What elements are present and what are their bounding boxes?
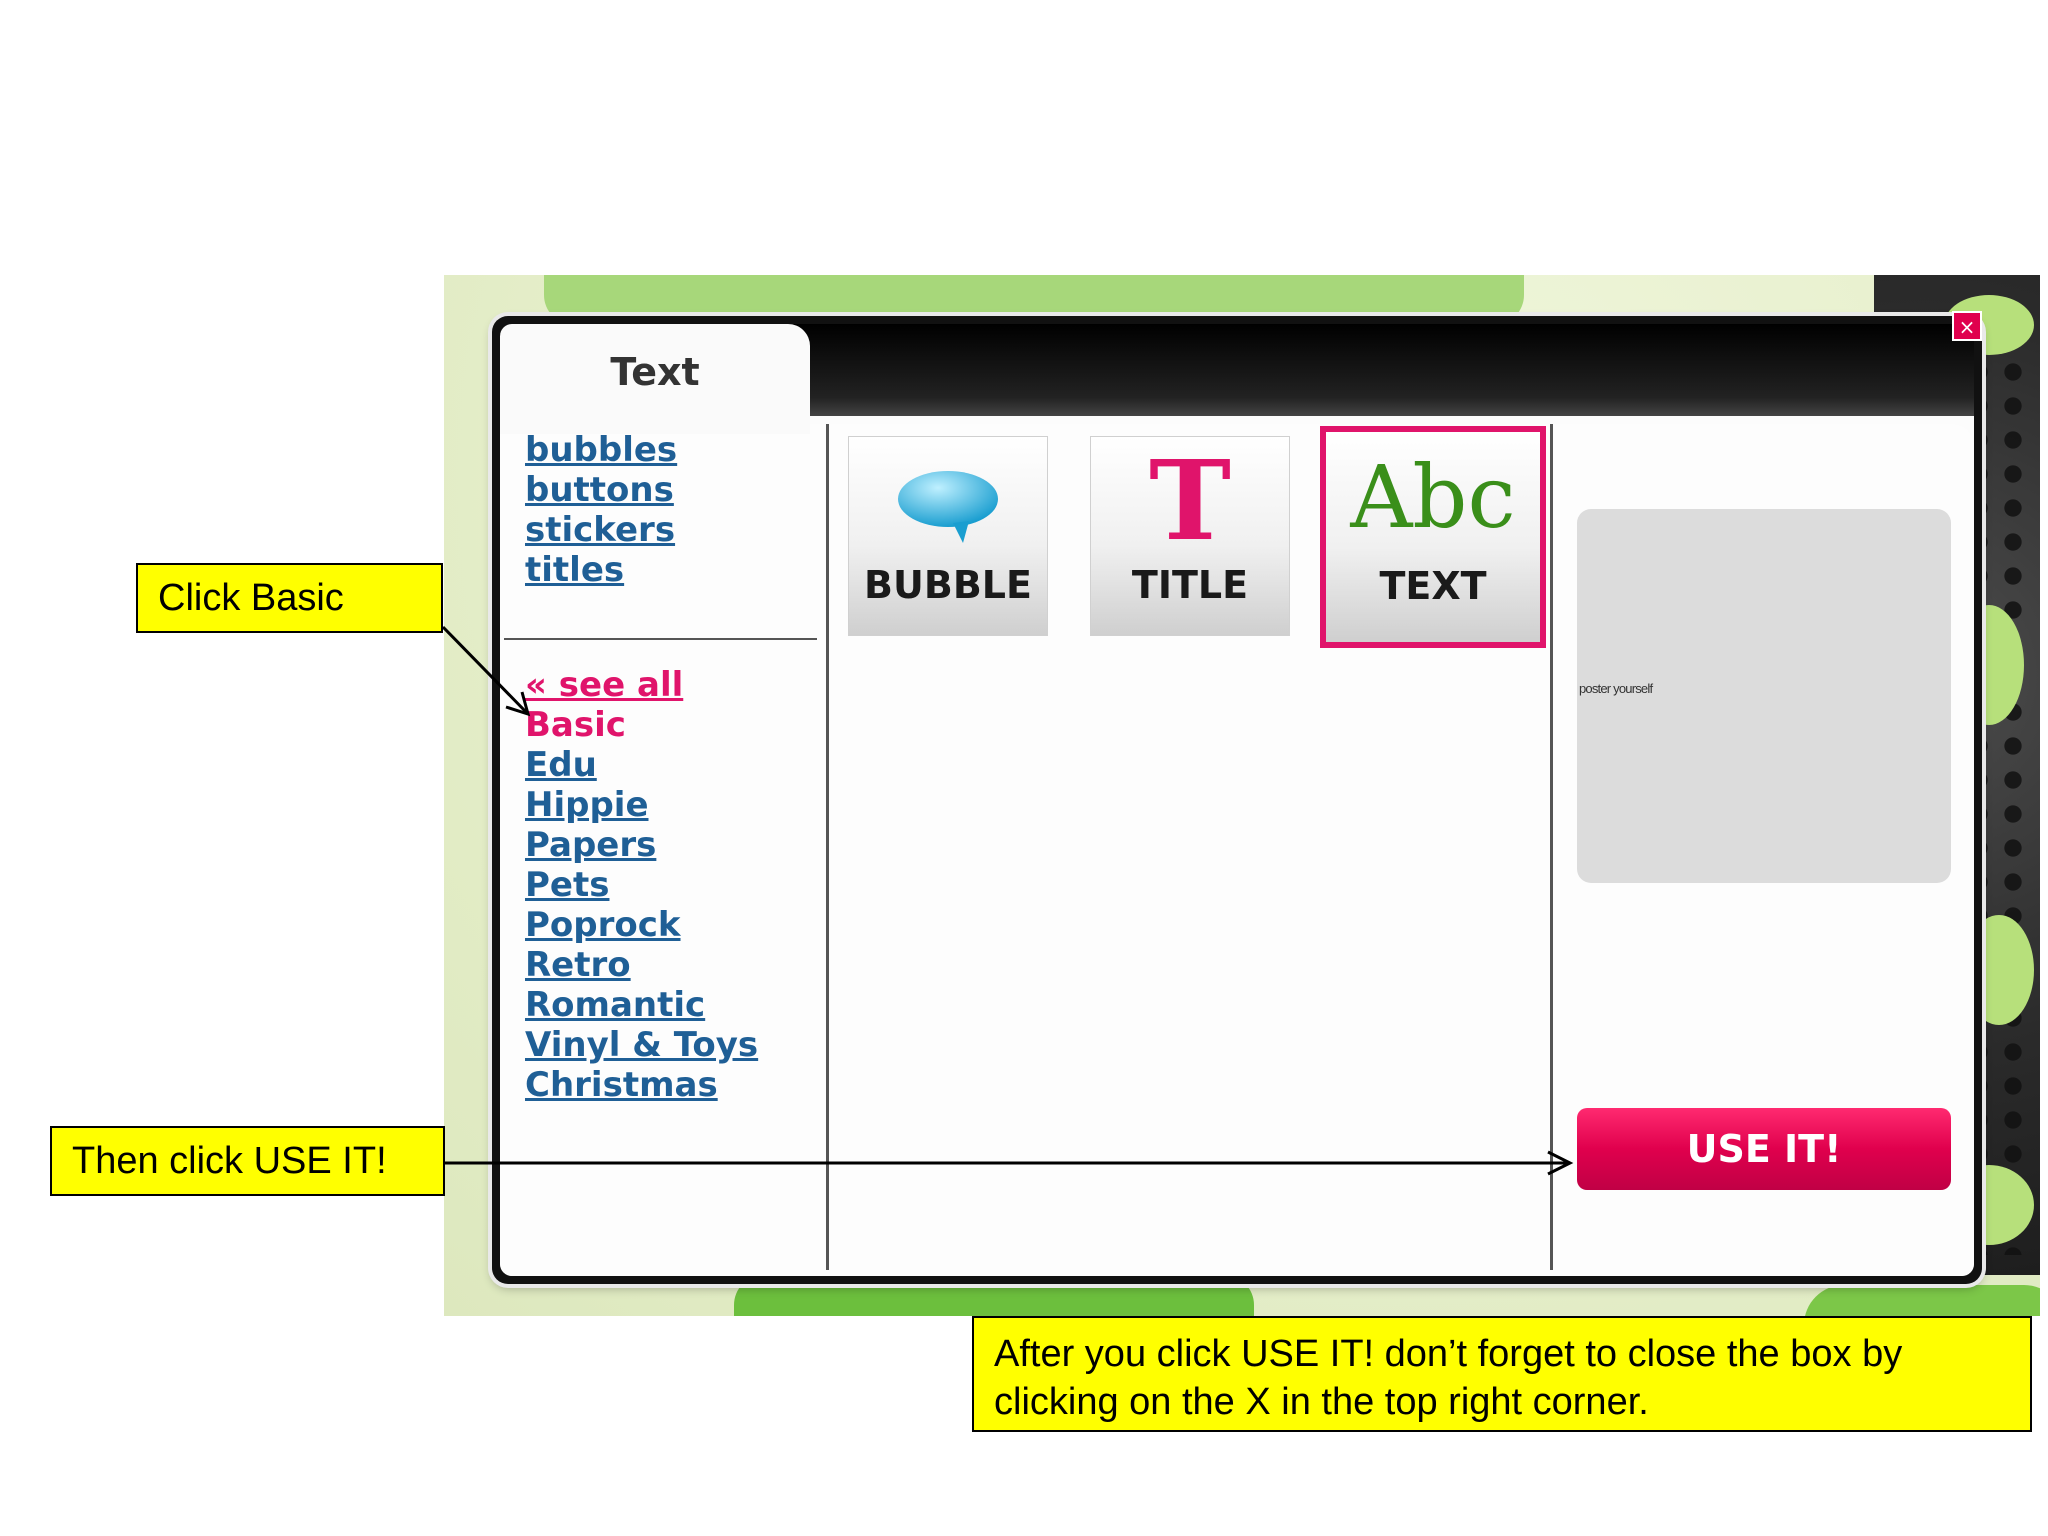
preview-text: poster yourself (1579, 681, 1653, 696)
category-stickers[interactable]: stickers (525, 510, 676, 550)
style-list: « see all Basic Edu Hippie Papers Pets P… (525, 665, 758, 1105)
callout-click-basic: Click Basic (136, 563, 443, 633)
style-retro[interactable]: Retro (525, 945, 631, 985)
title-label: TITLE (1131, 563, 1249, 607)
close-button[interactable]: × (1952, 311, 1982, 341)
tab-text[interactable]: Text (500, 324, 810, 434)
style-edu[interactable]: Edu (525, 745, 597, 785)
category-list: bubbles buttons stickers titles (525, 430, 677, 590)
column-divider (826, 424, 829, 1270)
background-green-footer-right (1804, 1285, 2040, 1316)
use-it-button[interactable]: USE IT! (1577, 1108, 1951, 1190)
text-label: TEXT (1379, 564, 1487, 608)
abc-icon: Abc (1350, 448, 1516, 548)
style-vinyl-toys[interactable]: Vinyl & Toys (525, 1025, 759, 1065)
bubble-type-button[interactable]: BUBBLE (848, 436, 1048, 636)
callout-click-use: Then click USE IT! (50, 1126, 445, 1196)
style-pets[interactable]: Pets (525, 865, 610, 905)
style-romantic[interactable]: Romantic (525, 985, 706, 1025)
style-basic[interactable]: Basic (525, 705, 626, 745)
text-type-button[interactable]: Abc TEXT (1320, 426, 1546, 648)
category-buttons[interactable]: buttons (525, 470, 674, 510)
style-papers[interactable]: Papers (525, 825, 657, 865)
callout-close-note: After you click USE IT! don’t forget to … (972, 1316, 2032, 1432)
letter-t-icon: T (1149, 436, 1231, 565)
preview-panel: poster yourself (1577, 509, 1951, 883)
category-titles[interactable]: titles (525, 550, 625, 590)
see-all-link[interactable]: « see all (525, 665, 684, 705)
tab-title: Text (610, 350, 700, 394)
style-hippie[interactable]: Hippie (525, 785, 649, 825)
category-bubbles[interactable]: bubbles (525, 430, 678, 470)
style-christmas[interactable]: Christmas (525, 1065, 718, 1105)
section-divider (504, 638, 817, 640)
bubble-label: BUBBLE (864, 563, 1032, 607)
style-poprock[interactable]: Poprock (525, 905, 681, 945)
speech-bubble-icon (849, 461, 1047, 561)
column-divider (1550, 424, 1553, 1270)
title-type-button[interactable]: T TITLE (1090, 436, 1290, 636)
